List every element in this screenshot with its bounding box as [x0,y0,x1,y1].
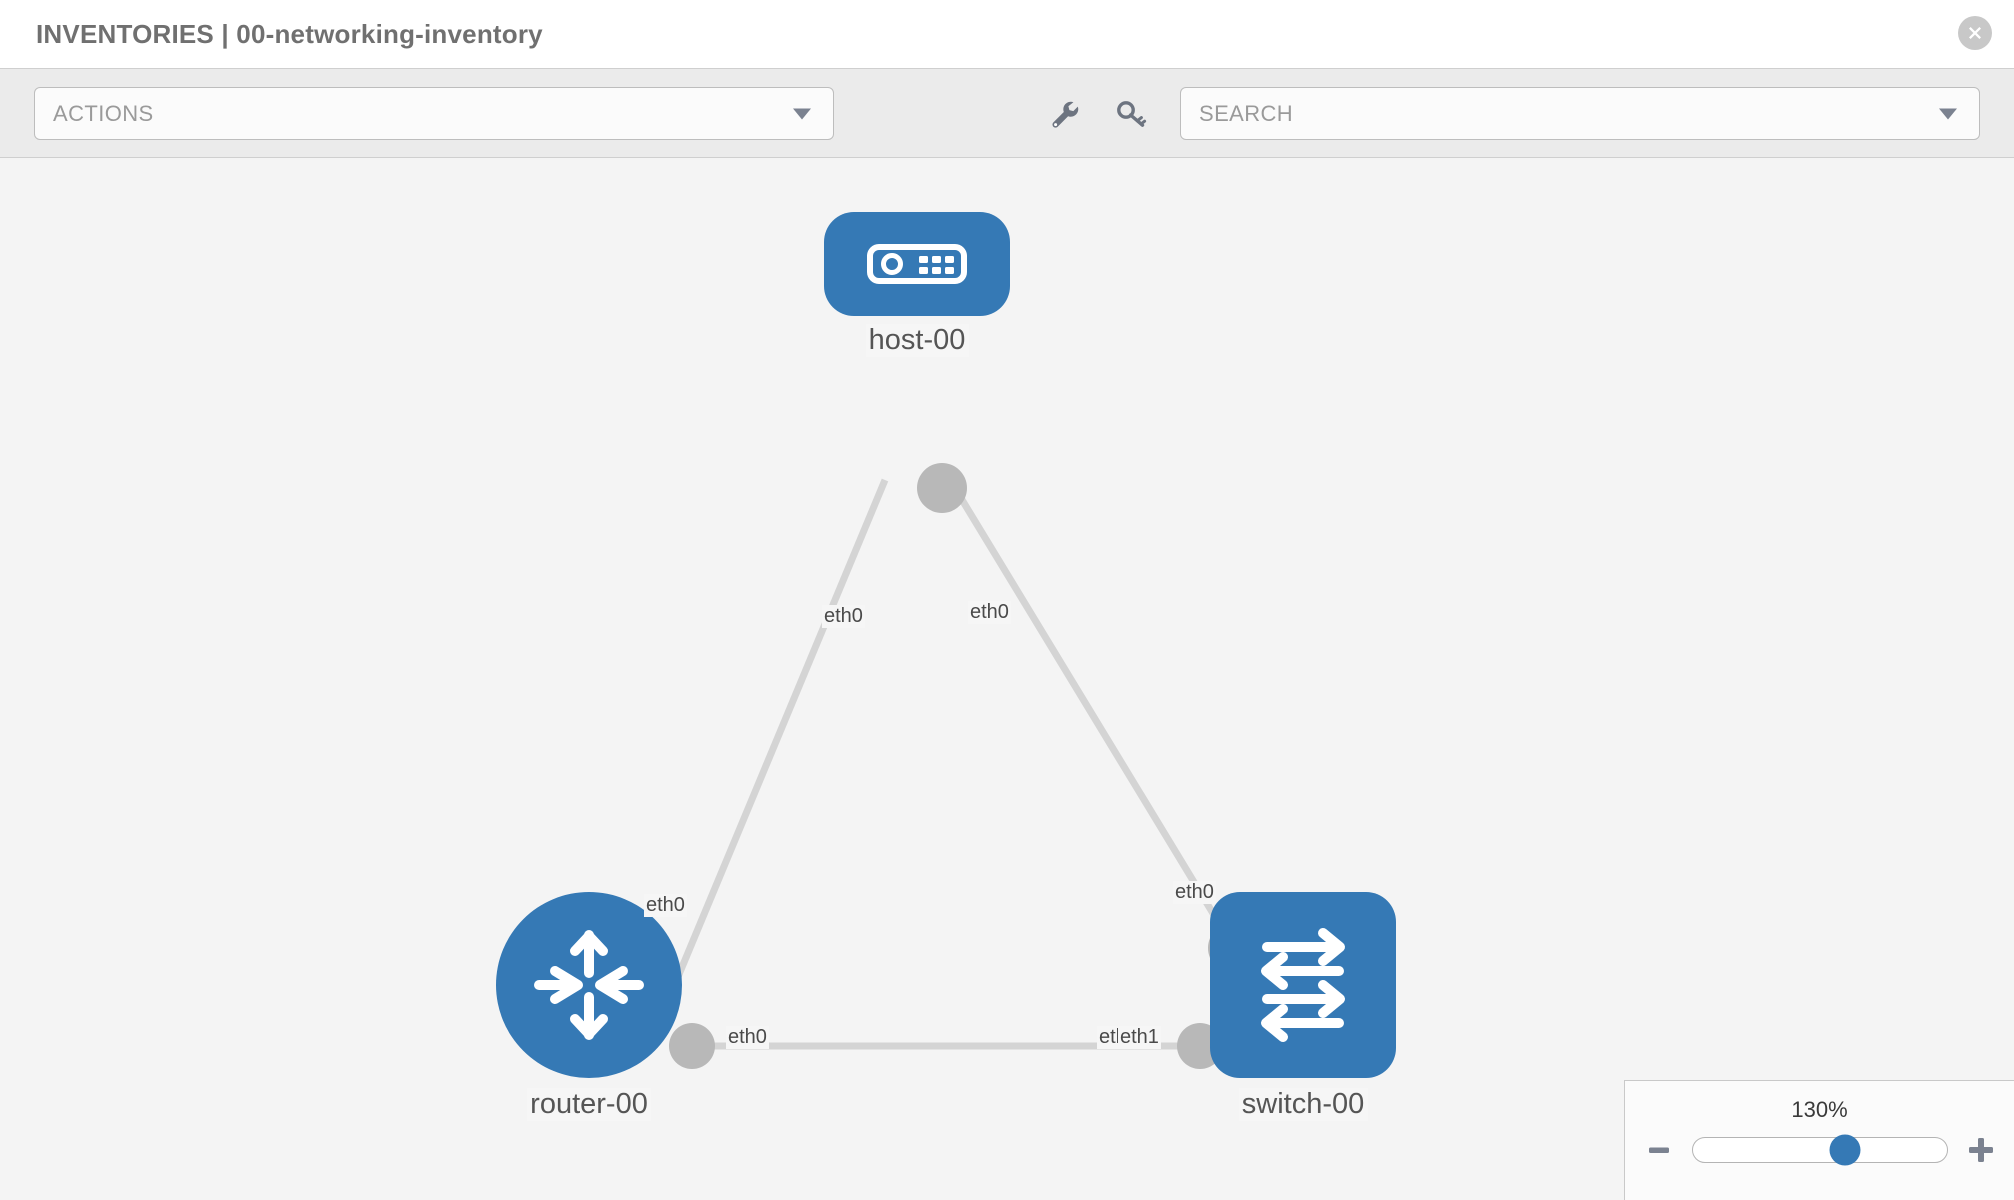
key-icon[interactable] [1112,95,1152,135]
interface-label: eth0 [644,894,687,917]
connector-host-right [917,463,967,513]
wrench-icon[interactable] [1045,95,1085,135]
search-input[interactable] [1199,100,1899,127]
switch-arrows-icon [1261,928,1345,1042]
zoom-slider-track[interactable] [1691,1134,1948,1166]
toolbar: ACTIONS [0,68,2014,158]
interface-label: eth1 [1118,1026,1161,1049]
server-icon [867,244,967,284]
actions-dropdown[interactable]: ACTIONS [34,87,834,140]
connector-router-right [669,1023,715,1069]
chevron-down-icon[interactable] [1939,108,1957,119]
zoom-control-panel: 130% [1624,1080,2014,1200]
chevron-down-icon [793,108,811,119]
link-host-router [656,478,889,1022]
interface-label: eth0 [968,601,1011,624]
switch-00-shape[interactable] [1210,892,1396,1078]
node-switch-00[interactable]: switch-00 [1210,892,1396,1121]
zoom-slider-row [1625,1133,2014,1167]
zoom-level-label: 130% [1791,1097,1848,1122]
page-title: INVENTORIES | 00-networking-inventory [36,18,543,49]
close-icon[interactable] [1958,16,1992,50]
plus-icon[interactable] [1964,1133,1998,1167]
router-arrows-icon [534,930,644,1040]
interface-label: eth0 [726,1026,769,1049]
node-host-00[interactable]: host-00 [824,212,1010,357]
host-00-label: host-00 [865,324,969,357]
link-host-switch [947,478,1237,950]
interface-label: eth0 [822,605,865,628]
interface-label: eth0 [1173,881,1216,904]
router-00-label: router-00 [527,1088,651,1121]
actions-dropdown-label: ACTIONS [53,100,154,126]
topology-canvas[interactable]: host-00 [0,158,2014,1200]
node-router-00[interactable]: router-00 [496,892,682,1121]
switch-00-label: switch-00 [1238,1088,1368,1121]
page-header: INVENTORIES | 00-networking-inventory [0,0,2014,68]
minus-icon[interactable] [1642,1133,1676,1167]
router-00-shape[interactable] [496,892,682,1078]
zoom-slider-thumb[interactable] [1829,1134,1861,1166]
host-00-shape[interactable] [824,212,1010,316]
search-field[interactable] [1180,87,1980,140]
